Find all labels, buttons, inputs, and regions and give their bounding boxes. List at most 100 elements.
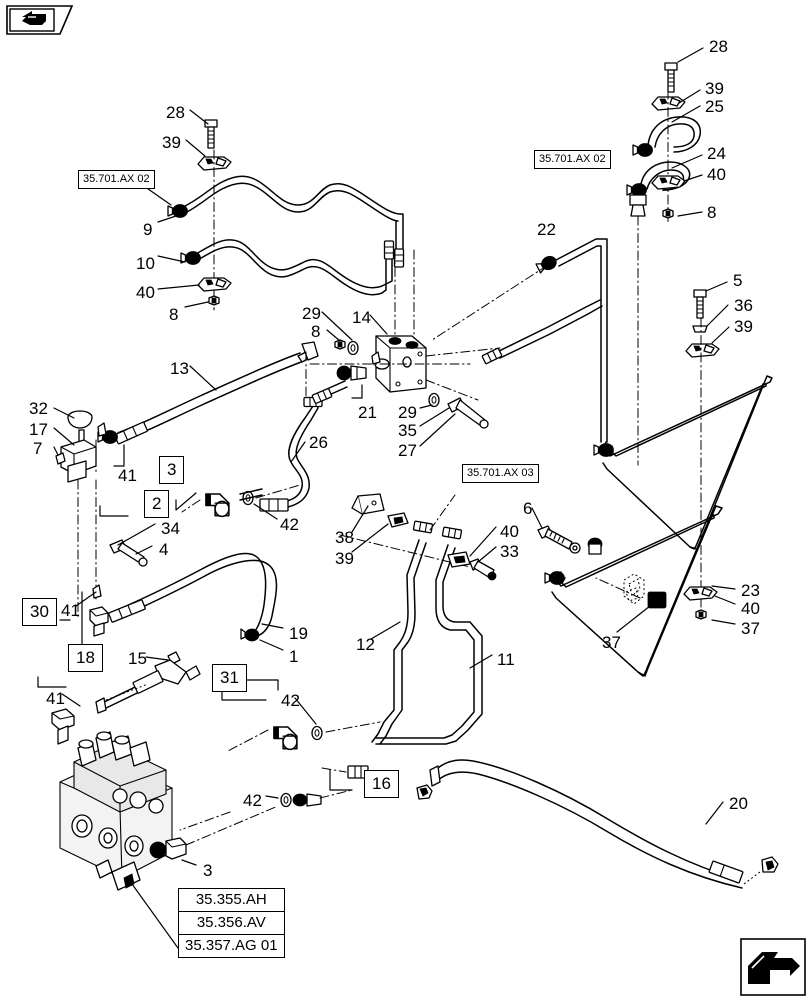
arrow-left-marker-icon xyxy=(6,5,78,40)
ref-40-a[interactable]: 40 xyxy=(136,283,155,302)
ref-20[interactable]: 20 xyxy=(729,794,748,813)
ref-23[interactable]: 23 xyxy=(741,581,760,600)
ref-33[interactable]: 33 xyxy=(500,542,519,561)
section-tag-ax03[interactable]: 35.701.AX 03 xyxy=(462,464,539,483)
ref-40-c[interactable]: 40 xyxy=(500,522,519,541)
ref-36[interactable]: 36 xyxy=(734,296,753,315)
boxed-ref-label: 18 xyxy=(76,648,95,667)
section-tag-ax02-left[interactable]: 35.701.AX 02 xyxy=(78,170,155,189)
boxed-ref-3[interactable]: 3 xyxy=(159,456,185,484)
ref-13[interactable]: 13 xyxy=(170,359,189,378)
part-27-bolt xyxy=(447,397,489,429)
hose20-left-fitting xyxy=(416,784,433,800)
boxed-ref-18[interactable]: 18 xyxy=(68,644,103,672)
ref-34[interactable]: 34 xyxy=(161,519,180,538)
section-tag-row[interactable]: 35.355.AH xyxy=(179,889,284,912)
part-4-bolt xyxy=(109,539,148,567)
ferrule-22b xyxy=(481,347,503,365)
part-7-nut xyxy=(55,452,66,465)
part-41-low-clip2 xyxy=(95,697,107,714)
boxed-ref-30[interactable]: 30 xyxy=(22,598,57,626)
ref-9[interactable]: 9 xyxy=(143,220,153,239)
ferrule-lower-right xyxy=(383,240,395,260)
ref-29-b[interactable]: 29 xyxy=(398,403,417,422)
fitting-upper-loop xyxy=(593,442,615,458)
ref-41-b[interactable]: 41 xyxy=(61,601,80,620)
part-40-clamp-right xyxy=(651,175,686,190)
ref-3-leader[interactable]: 3 xyxy=(203,861,213,880)
hose20-right-fitting xyxy=(761,856,779,873)
part-28-bolt-left xyxy=(204,119,218,149)
ref-29-a[interactable]: 29 xyxy=(302,304,321,323)
part-42-washer-low2 xyxy=(280,792,292,808)
ref-25[interactable]: 25 xyxy=(705,97,724,116)
boxed-ref-2[interactable]: 2 xyxy=(144,490,170,518)
ref-28-a[interactable]: 28 xyxy=(166,103,185,122)
ref-1[interactable]: 1 xyxy=(289,647,299,666)
ferrule-26-mid xyxy=(311,387,333,405)
ref-12[interactable]: 12 xyxy=(356,635,375,654)
part-40-clamp-left xyxy=(197,277,232,292)
part-38-bracket xyxy=(351,493,385,515)
ref-38[interactable]: 38 xyxy=(335,528,354,547)
ref-7[interactable]: 7 xyxy=(33,439,43,458)
part-8-nut-right xyxy=(662,208,674,219)
ref-41-a[interactable]: 41 xyxy=(118,466,137,485)
ref-35[interactable]: 35 xyxy=(398,421,417,440)
ref-6[interactable]: 6 xyxy=(523,499,533,518)
section-tag-stack[interactable]: 35.355.AH 35.356.AV 35.357.AG 01 xyxy=(178,888,285,958)
ref-8-a[interactable]: 8 xyxy=(169,305,179,324)
ref-15[interactable]: 15 xyxy=(128,649,147,668)
ref-17[interactable]: 17 xyxy=(29,420,48,439)
ref-42-a[interactable]: 42 xyxy=(280,515,299,534)
ferrule-upper-right xyxy=(393,248,405,268)
section-tag-text: 35.701.AX 02 xyxy=(539,153,606,165)
ref-39-b[interactable]: 39 xyxy=(705,79,724,98)
ref-42-c[interactable]: 42 xyxy=(243,791,262,810)
ref-40-b[interactable]: 40 xyxy=(707,165,726,184)
fitting-lower-loop xyxy=(544,570,566,586)
boxed-ref-label: 16 xyxy=(372,774,391,793)
ref-40-d[interactable]: 40 xyxy=(741,599,760,618)
part-41-elbow-low2 xyxy=(51,708,75,745)
ref-21[interactable]: 21 xyxy=(358,403,377,422)
boxed-ref-31[interactable]: 31 xyxy=(212,664,247,692)
ref-42-b[interactable]: 42 xyxy=(281,691,300,710)
section-tag-row[interactable]: 35.357.AG 01 xyxy=(185,937,278,954)
ref-28-b[interactable]: 28 xyxy=(709,37,728,56)
ref-27[interactable]: 27 xyxy=(398,441,417,460)
ref-19[interactable]: 19 xyxy=(289,624,308,643)
ref-26[interactable]: 26 xyxy=(309,433,328,452)
ref-37-b[interactable]: 37 xyxy=(602,633,621,652)
ref-22[interactable]: 22 xyxy=(537,220,556,239)
ref-5[interactable]: 5 xyxy=(733,271,743,290)
part-28-bolt-right xyxy=(664,62,678,93)
ref-8-c[interactable]: 8 xyxy=(311,322,321,341)
part-23-bracket xyxy=(623,573,645,605)
arrow-right-marker-icon xyxy=(740,938,806,1001)
boxed-ref-16[interactable]: 16 xyxy=(364,770,399,798)
ref-24[interactable]: 24 xyxy=(707,144,726,163)
ferrule-20-right xyxy=(708,860,744,884)
part-6-bolt xyxy=(537,525,573,550)
section-tag-row[interactable]: 35.356.AV xyxy=(179,912,284,935)
ref-39-c[interactable]: 39 xyxy=(734,317,753,336)
part-33-bolt xyxy=(469,558,497,581)
ref-39-d[interactable]: 39 xyxy=(335,549,354,568)
ref-41-c[interactable]: 41 xyxy=(46,689,65,708)
ref-10[interactable]: 10 xyxy=(136,254,155,273)
ref-32[interactable]: 32 xyxy=(29,399,48,418)
part-1-fitting xyxy=(240,628,260,642)
ref-37-a[interactable]: 37 xyxy=(741,619,760,638)
boxed-ref-label: 2 xyxy=(152,494,162,513)
boxed-ref-label: 30 xyxy=(30,602,49,621)
ref-11[interactable]: 11 xyxy=(497,650,515,669)
fitting-22 xyxy=(534,253,560,275)
ref-14[interactable]: 14 xyxy=(352,308,371,327)
ref-8-b[interactable]: 8 xyxy=(707,203,717,222)
section-tag-ax02-right[interactable]: 35.701.AX 02 xyxy=(534,150,611,169)
ref-4[interactable]: 4 xyxy=(159,540,169,559)
fitting-junction-right xyxy=(629,194,647,217)
ref-39-a[interactable]: 39 xyxy=(162,133,181,152)
part-39-clip-low xyxy=(387,512,409,528)
